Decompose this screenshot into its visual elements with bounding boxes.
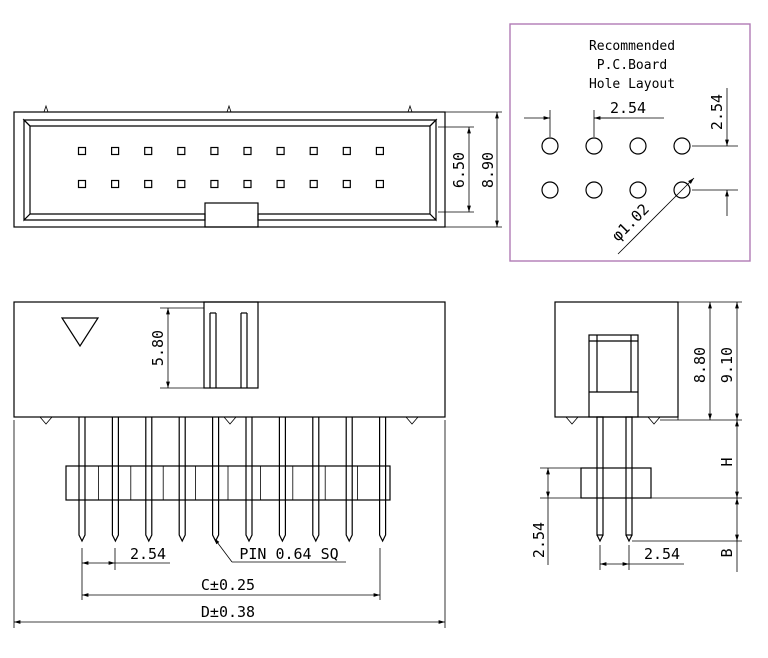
layout-title-line3: Hole Layout <box>589 77 675 92</box>
pin-square <box>144 146 153 156</box>
pcb-layout-frame <box>509 23 751 262</box>
dim-8-80: 8.80 <box>691 347 709 383</box>
top-pin-grid <box>77 146 384 189</box>
dim-h: H <box>718 457 736 466</box>
pin-square <box>309 179 318 189</box>
header-pin <box>345 417 353 543</box>
dim-6-50: 6.50 <box>450 152 468 188</box>
pin-square <box>276 146 285 156</box>
top-view: 6.50 8.90 <box>13 104 502 228</box>
pin-square <box>77 179 87 189</box>
pin-pitch-label: 2.54 <box>130 545 166 563</box>
layout-title-line2: P.C.Board <box>597 58 667 73</box>
hole-grid <box>541 137 691 199</box>
pin-square <box>177 179 186 189</box>
pin-square <box>110 146 120 156</box>
pin-square <box>342 146 351 156</box>
pin-square <box>177 146 186 156</box>
side-header-block <box>580 467 652 499</box>
pin-square <box>144 179 153 189</box>
pin-square <box>309 146 318 156</box>
hole-diameter: φ1.02 <box>608 200 653 245</box>
pin1-marker <box>60 317 100 348</box>
dim-c: C±0.25 <box>201 576 255 594</box>
dim-d: D±0.38 <box>201 603 255 621</box>
header-pin <box>145 417 153 543</box>
pin-square <box>276 179 285 189</box>
pin-size-note: PIN 0.64 SQ <box>239 545 338 563</box>
side-pitch-h: 2.54 <box>644 545 680 563</box>
header-pin <box>212 417 220 543</box>
pin-square <box>375 179 384 189</box>
header-pin <box>379 417 387 543</box>
header-pin <box>78 417 86 543</box>
side-body <box>554 301 679 418</box>
front-pin-row <box>78 417 387 543</box>
pcb-layout-panel: Recommended P.C.Board Hole Layout 2.54 2… <box>509 23 751 262</box>
front-body <box>13 301 446 418</box>
pin-square <box>110 179 120 189</box>
layout-title-line1: Recommended <box>589 39 675 54</box>
front-view: 5.80 2.54 PIN 0.64 SQ C±0.25 D±0.38 <box>13 301 446 628</box>
dim-5-80: 5.80 <box>149 330 167 366</box>
header-pin <box>278 417 286 543</box>
pin-square <box>210 179 219 189</box>
side-pitch-v: 2.54 <box>530 522 548 558</box>
pin-square <box>342 179 351 189</box>
pin-square <box>243 179 252 189</box>
top-view-outline <box>13 111 446 228</box>
polarization-key <box>204 202 259 228</box>
latch-slot <box>203 301 259 389</box>
pin-square <box>210 146 219 156</box>
header-pin <box>178 417 186 543</box>
pin-square <box>375 146 384 156</box>
side-slot <box>588 334 639 418</box>
hole-pitch-v: 2.54 <box>708 94 726 130</box>
pin-square <box>77 146 87 156</box>
header-pin <box>312 417 320 543</box>
dim-b: B <box>718 548 736 557</box>
dim-8-90: 8.90 <box>479 152 497 188</box>
side-view: 8.80 9.10 H B 2.54 2.54 <box>530 301 742 572</box>
header-pin <box>111 417 119 543</box>
dim-9-10: 9.10 <box>718 347 736 383</box>
header-pin <box>245 417 253 543</box>
pin-square <box>243 146 252 156</box>
hole-pitch-h: 2.54 <box>610 99 646 117</box>
